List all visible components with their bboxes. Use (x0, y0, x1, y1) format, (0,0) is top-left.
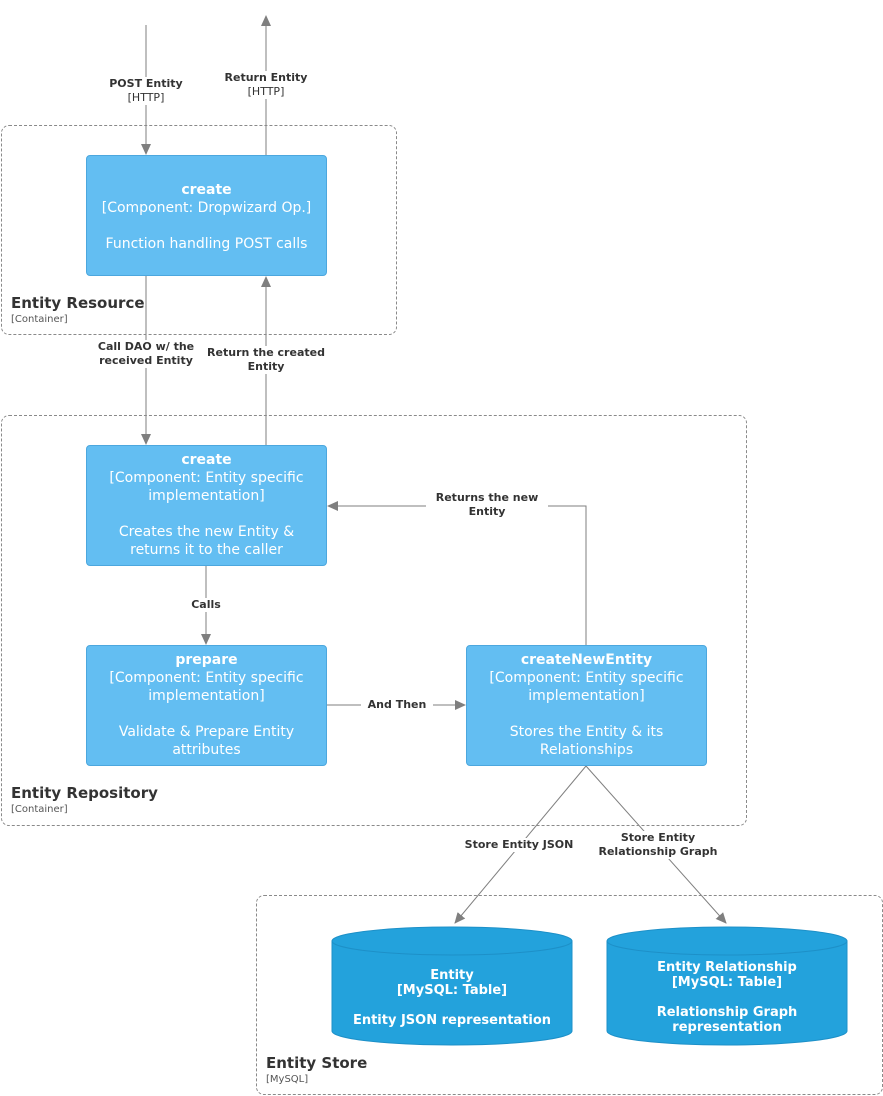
database-type: [MySQL: Table] (396, 983, 508, 998)
edge-label-technology: [HTTP] (247, 85, 285, 98)
edge-label-return-entity: Return Entity [HTTP] (216, 71, 316, 99)
database-description: Relationship Graph representation (656, 1005, 798, 1035)
database-entity-relationship[interactable]: Entity Relationship [MySQL: Table] Relat… (627, 960, 827, 1035)
boundary-name: Entity Repository (11, 784, 158, 802)
component-type: [Component: Dropwizard Op.] (101, 200, 312, 216)
edge-label-text: POST Entity (109, 77, 183, 90)
component-type: [Component: Entity specific implementati… (489, 670, 684, 704)
edge-label-post-entity: POST Entity [HTTP] (101, 77, 191, 105)
edge-label-store-json: Store Entity JSON (456, 838, 582, 852)
boundary-entity-repository: Entity Repository [Container] (1, 415, 747, 826)
component-description: Function handling POST calls (105, 236, 308, 252)
boundary-type: [MySQL] (266, 1074, 309, 1085)
database-entity[interactable]: Entity [MySQL: Table] Entity JSON repres… (332, 968, 572, 1028)
edge-label-and-then: And Then (361, 698, 433, 712)
component-type: [Component: Entity specific implementati… (109, 670, 304, 704)
edge-label-text: Return the created Entity (207, 346, 325, 373)
boundary-entity-resource: Entity Resource [Container] (1, 125, 397, 335)
boundary-name: Entity Store (266, 1054, 368, 1072)
boundary-name: Entity Resource (11, 294, 145, 312)
boundary-type: [Container] (11, 314, 68, 325)
edge-label-text: Calls (191, 598, 221, 611)
edge-label-return-created: Return the created Entity (202, 346, 330, 374)
component-description: Creates the new Entity & returns it to t… (118, 524, 295, 558)
edge-label-text: Return Entity (224, 71, 308, 84)
component-type: [Component: Entity specific implementati… (109, 470, 304, 504)
edge-label-text: Store Entity JSON (464, 838, 574, 851)
edge-label-text: Call DAO w/ the received Entity (97, 340, 195, 367)
database-description: Entity JSON representation (352, 1013, 552, 1028)
boundary-type: [Container] (11, 804, 68, 815)
database-type: [MySQL: Table] (671, 975, 783, 990)
edge-label-call-dao: Call DAO w/ the received Entity (94, 340, 198, 368)
component-name: createNewEntity (520, 652, 653, 668)
component-prepare[interactable]: prepare [Component: Entity specific impl… (86, 645, 327, 766)
edge-returns-new (327, 501, 587, 646)
component-repository-create[interactable]: create [Component: Entity specific imple… (86, 445, 327, 566)
database-name: Entity (430, 968, 474, 983)
edge-label-text: Store Entity Relationship Graph (598, 831, 718, 858)
edge-label-calls: Calls (186, 598, 226, 612)
edge-label-technology: [HTTP] (127, 91, 165, 104)
component-name: prepare (175, 652, 238, 668)
db-entity-shape (331, 926, 573, 1046)
database-name: Entity Relationship (657, 960, 797, 975)
component-resource-create[interactable]: create [Component: Dropwizard Op.] Funct… (86, 155, 327, 276)
edge-label-returns-new: Returns the new Entity (426, 491, 548, 519)
edge-label-text: And Then (367, 698, 427, 711)
edge-label-store-graph: Store Entity Relationship Graph (588, 831, 728, 859)
edge-label-text: Returns the new Entity (435, 491, 539, 518)
component-create-new-entity[interactable]: createNewEntity [Component: Entity speci… (466, 645, 707, 766)
component-description: Validate & Prepare Entity attributes (118, 724, 295, 758)
component-name: create (181, 182, 232, 198)
component-description: Stores the Entity & its Relationships (509, 724, 664, 758)
db-entity-relationship-shape (606, 926, 848, 1046)
component-name: create (181, 452, 232, 468)
